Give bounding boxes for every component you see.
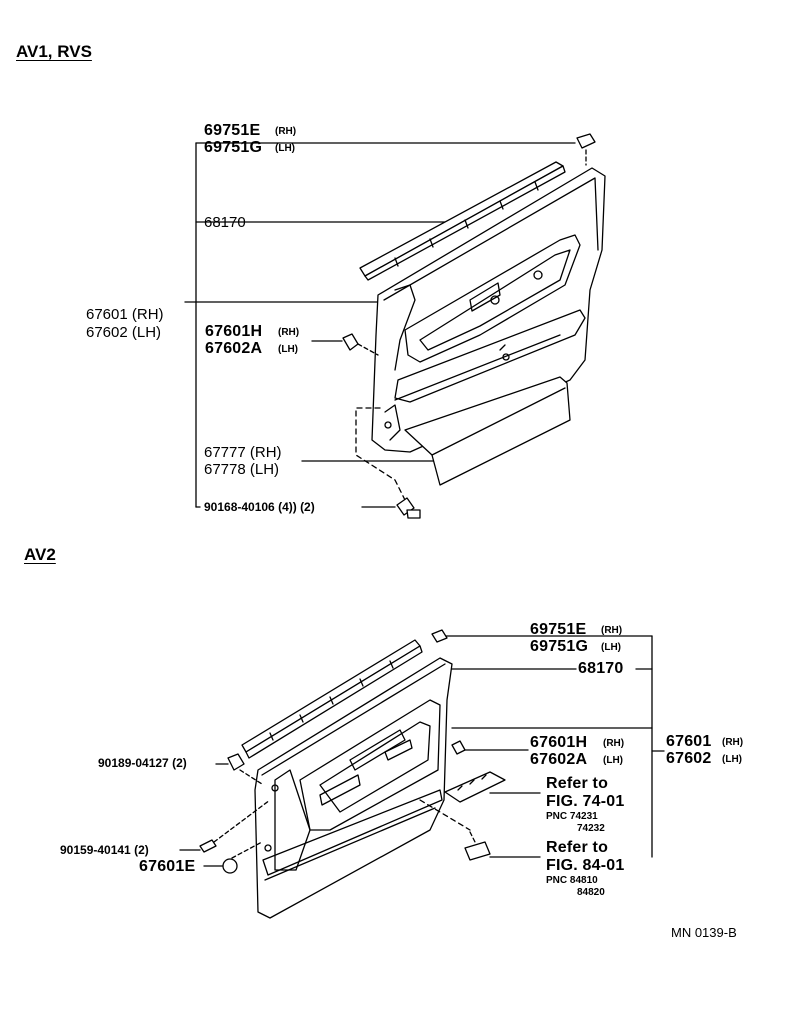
bottom-lamp-84810 [464,831,491,861]
section-title-av2: AV2 [24,545,56,564]
label-90159: 90159-40141 (2) [60,843,149,857]
label-67601H-bottom-side: (RH) [603,738,625,749]
label-67602A-bottom: 67602A [530,751,588,768]
label-67777-top: 67777 (RH) [204,444,282,461]
label-90189: 90189-04127 (2) [98,756,187,770]
bottom-screw-90159 [199,799,271,874]
diagram-code: MN 0139-B [671,925,737,940]
label-67601E: 67601E [139,858,196,875]
bottom-clip-69751 [431,629,448,643]
label-67601-bottom: 67601 [666,733,712,750]
bottom-switch-bezel-74231 [419,771,506,831]
bottom-leader-lines [179,635,665,867]
ref1-line2: FIG. 74-01 [546,793,625,810]
label-67601H-top-side: (RH) [278,327,300,338]
top-leader-lines [184,142,576,508]
top-bolt-90168 [396,497,421,519]
label-67601H-top: 67601H [205,323,263,340]
label-67778-top: 67778 (LH) [204,461,280,478]
label-69751E-top: 69751E [204,122,261,139]
ref2-line2: FIG. 84-01 [546,857,625,874]
ref1-line3: PNC 74231 [546,811,598,822]
label-67602A-bottom-side: (LH) [603,755,623,766]
bottom-clip-90189 [227,753,263,785]
ref2-line3: PNC 84810 [546,875,598,886]
label-68170-bottom: 68170 [578,660,624,677]
ref1-line4: 74232 [577,823,605,834]
label-69751G-top: 69751G [204,139,263,156]
top-weatherstrip-68170 [359,161,566,281]
label-69751E-bottom-side: (RH) [601,625,623,636]
top-screw-67601H [342,333,379,356]
ref2-line4: 84820 [577,887,605,898]
label-67601H-bottom: 67601H [530,734,588,751]
top-armrest-67777 [404,376,571,486]
label-67601-bottom-side: (RH) [722,737,744,748]
label-67601-top: 67601 (RH) [86,306,164,323]
label-69751E-top-side: (RH) [275,126,297,137]
label-67602-top: 67602 (LH) [86,324,162,341]
label-67602A-top-side: (LH) [278,344,298,355]
bottom-weatherstrip-68170 [241,639,423,759]
ref2-line1: Refer to [546,839,609,856]
label-67602-bottom: 67602 [666,750,712,767]
section-title-av1-rvs: AV1, RVS [16,42,92,61]
label-68170-top: 68170 [204,214,246,231]
label-69751G-top-side: (LH) [275,143,295,154]
label-69751G-bottom-side: (LH) [601,642,621,653]
label-69751G-bottom: 69751G [530,638,589,655]
label-67602A-top: 67602A [205,340,263,357]
top-clip-69751 [576,133,596,166]
label-69751E-bottom: 69751E [530,621,587,638]
bottom-door-trim-panel [254,657,453,919]
label-90168-top: 90168-40106 (4)) (2) [204,500,315,514]
label-67602-bottom-side: (LH) [722,754,742,765]
ref1-line1: Refer to [546,775,609,792]
bottom-screw-67601H [451,740,466,755]
